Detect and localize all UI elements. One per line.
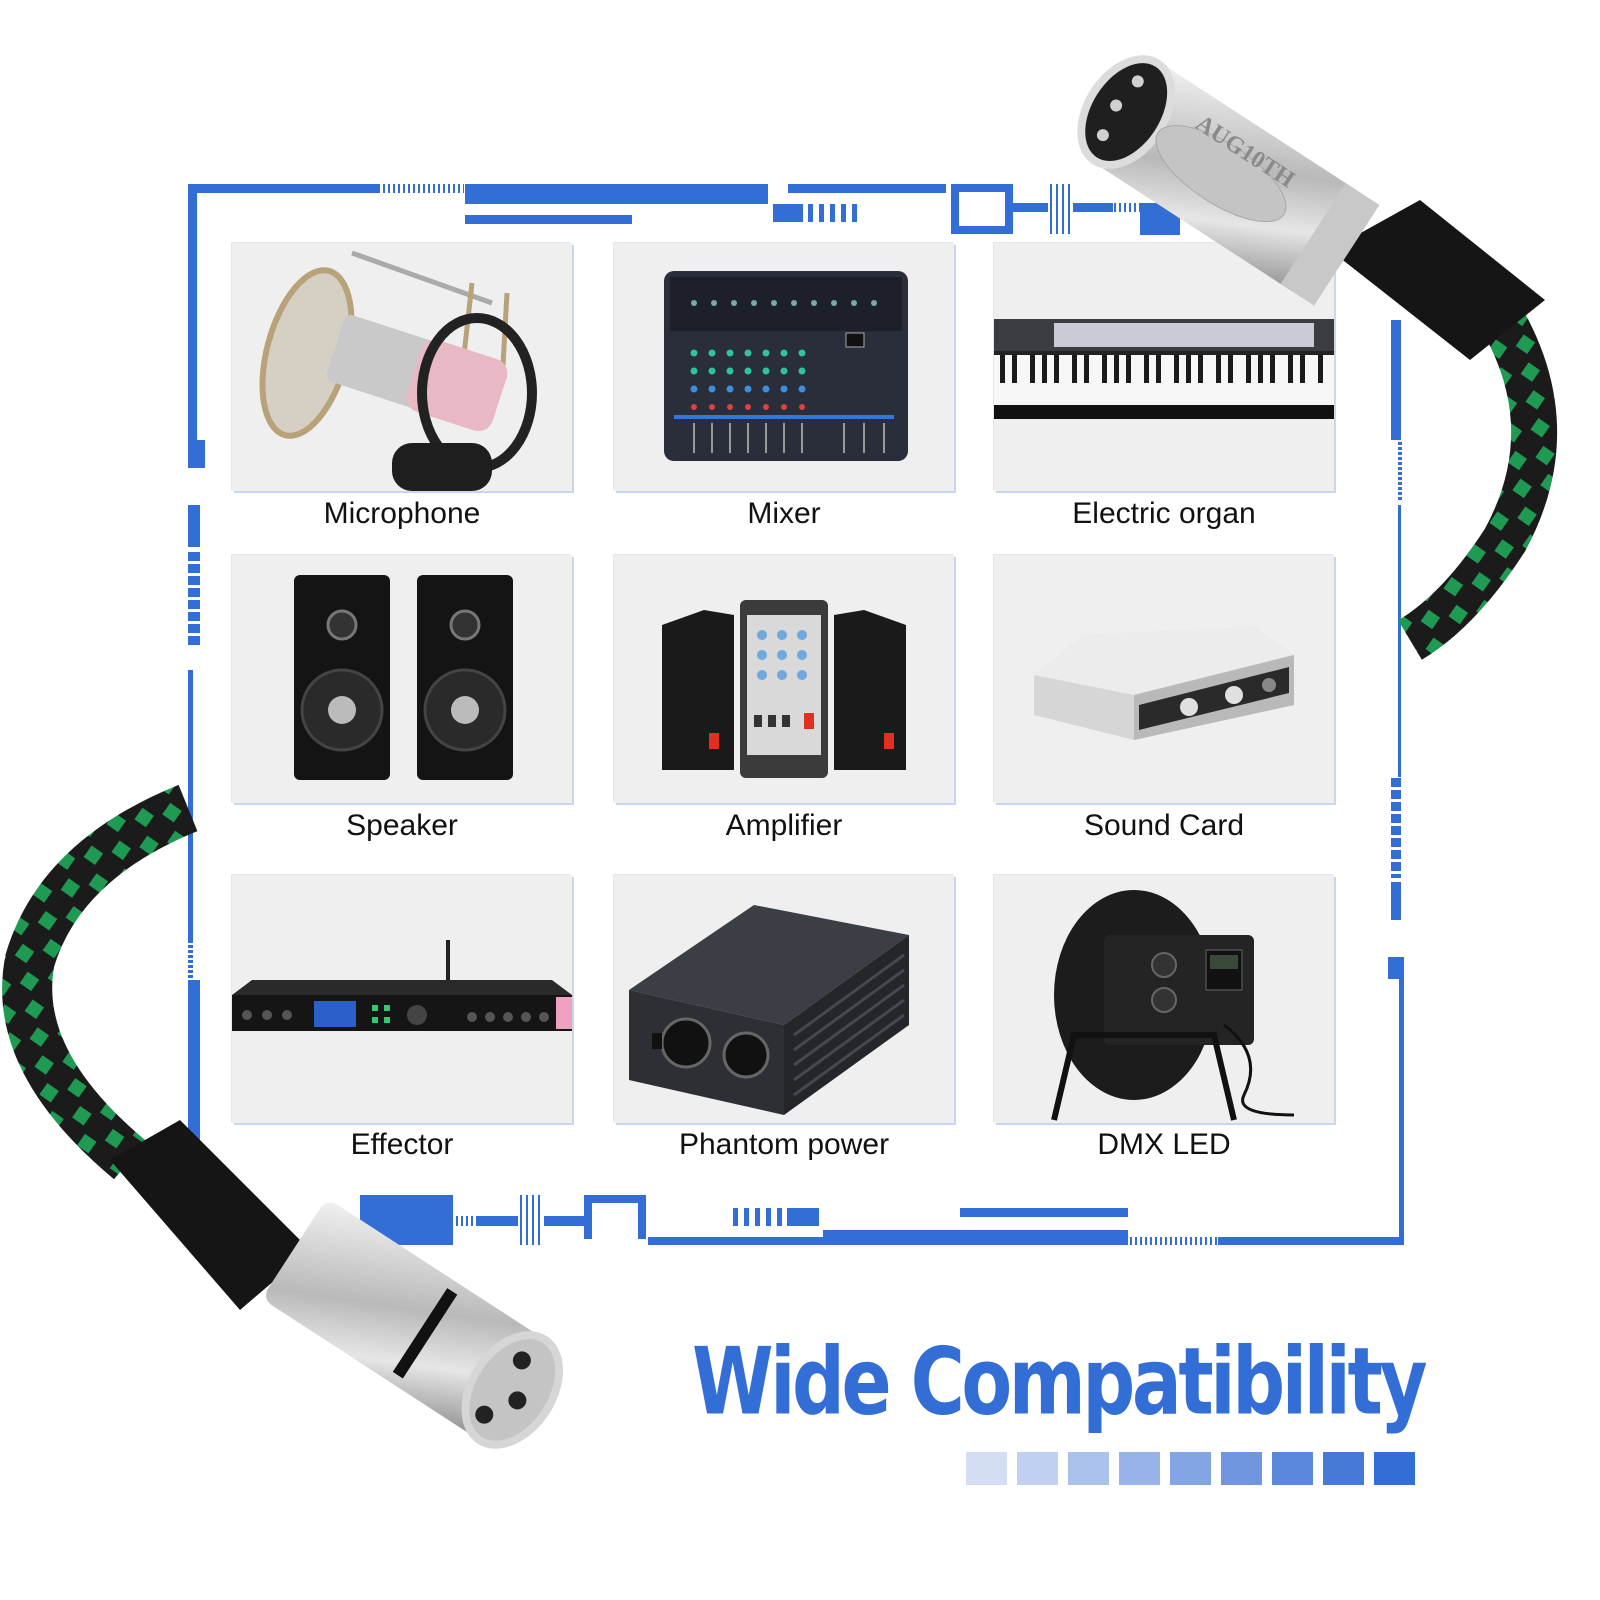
dmx-led-image	[1051, 890, 1295, 1121]
frame-bottom-thick-bar	[823, 1230, 1128, 1245]
frame-bottom-wire-2	[544, 1216, 584, 1226]
frame-bottom-capacitor	[520, 1195, 540, 1245]
mixer-image	[664, 271, 908, 461]
label-mixer: Mixer	[747, 497, 821, 530]
frame-top-wire	[1010, 203, 1048, 212]
xlr-female-connector-icon	[110, 1120, 564, 1449]
frame-right-bar	[1391, 320, 1401, 440]
headline-title: Wide Compatibility	[692, 1328, 1428, 1436]
frame-left-block	[188, 440, 205, 468]
frame-bottom-bar-2	[1218, 1237, 1404, 1245]
label-speaker: Speaker	[346, 809, 458, 842]
frame-top-block	[773, 204, 803, 222]
frame-top-capacitor	[1050, 184, 1070, 234]
amplifier-image	[662, 600, 906, 778]
card-electric-organ	[994, 243, 1334, 491]
label-effector: Effector	[350, 1128, 454, 1161]
cable-upper-segment	[1397, 287, 1558, 660]
frame-top-sub-bar	[465, 215, 632, 224]
card-effector	[232, 875, 572, 1123]
frame-top-wire-2	[1073, 203, 1113, 212]
speaker-image	[294, 575, 513, 780]
frame-left-line	[188, 670, 193, 940]
frame-right-block	[1391, 882, 1401, 920]
frame-top-bar-2	[788, 184, 946, 193]
card-amplifier	[614, 555, 954, 803]
gradient-square	[1374, 1452, 1415, 1485]
gradient-square	[1068, 1452, 1109, 1485]
frame-bottom-sub-bar	[960, 1208, 1128, 1217]
frame-right-fine-ticks	[1398, 442, 1402, 502]
frame-bottom-small-block	[787, 1208, 819, 1226]
effector-image	[232, 940, 572, 1031]
card-phantom-power	[614, 875, 954, 1123]
gradient-square	[966, 1452, 1007, 1485]
frame-left-fine-ticks	[188, 940, 193, 980]
frame-top-ticks-3	[1114, 203, 1140, 212]
sound-card-image	[1034, 627, 1294, 740]
phantom-power-image	[629, 905, 909, 1115]
gradient-square	[1119, 1452, 1160, 1485]
label-electric-organ: Electric organ	[1072, 497, 1256, 530]
frame-left-bar-2	[188, 505, 200, 547]
frame-bottom-ticks-3	[1130, 1237, 1218, 1245]
card-microphone	[232, 243, 572, 491]
card-mixer	[614, 243, 954, 491]
gradient-square	[1323, 1452, 1364, 1485]
frame-top-thick-bar	[465, 184, 768, 204]
frame-left-ticks	[188, 552, 200, 648]
frame-bottom-bar	[648, 1237, 823, 1245]
frame-top-bar	[188, 184, 378, 193]
label-microphone: Microphone	[323, 497, 481, 530]
gradient-square	[1170, 1452, 1211, 1485]
card-dmx-led	[994, 875, 1334, 1123]
microphone-image	[259, 250, 537, 491]
gradient-square	[1272, 1452, 1313, 1485]
gradient-square	[1017, 1452, 1058, 1485]
cable-lower-segment	[2, 784, 198, 1180]
frame-right-line	[1398, 505, 1401, 777]
frame-bottom-wire	[478, 1216, 518, 1226]
label-amplifier: Amplifier	[725, 809, 843, 842]
gradient-square	[1221, 1452, 1262, 1485]
frame-right-line-2	[1399, 960, 1404, 1244]
frame-top-ticks	[378, 184, 464, 193]
frame-bottom-ticks-2	[733, 1208, 785, 1226]
label-sound-card: Sound Card	[1083, 809, 1245, 842]
frame-top-connector-box	[951, 184, 1013, 234]
card-sound-card	[994, 555, 1334, 803]
frame-left-bar-3	[188, 980, 200, 1180]
card-speaker	[232, 555, 572, 803]
frame-top-ticks-2	[808, 204, 860, 222]
xlr-male-connector-icon: AUG10TH	[1077, 55, 1545, 360]
frame-right-ticks	[1391, 778, 1401, 878]
label-phantom-power: Phantom power	[678, 1128, 890, 1161]
frame-bottom-connector-box	[584, 1195, 646, 1239]
frame-left-bar	[188, 184, 197, 452]
frame-bottom-ticks	[456, 1216, 478, 1226]
electric-organ-image	[994, 319, 1334, 419]
label-dmx-led: DMX LED	[1097, 1128, 1231, 1161]
